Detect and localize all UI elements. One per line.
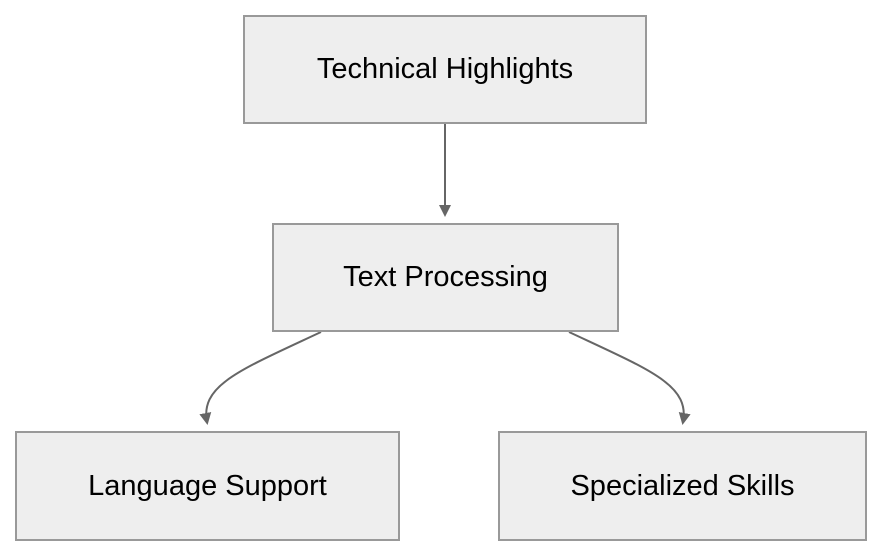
node-specialized-skills: Specialized Skills: [498, 431, 867, 541]
node-label: Text Processing: [343, 261, 548, 293]
node-technical-highlights: Technical Highlights: [243, 15, 647, 124]
edge-middle-to-right: [568, 331, 691, 425]
node-language-support: Language Support: [15, 431, 400, 541]
edge-middle-to-left: [199, 331, 322, 425]
node-label: Language Support: [88, 469, 327, 502]
node-label: Technical Highlights: [316, 53, 574, 85]
node-text-processing: Text Processing: [272, 223, 619, 332]
node-label: Specialized Skills: [570, 469, 795, 502]
